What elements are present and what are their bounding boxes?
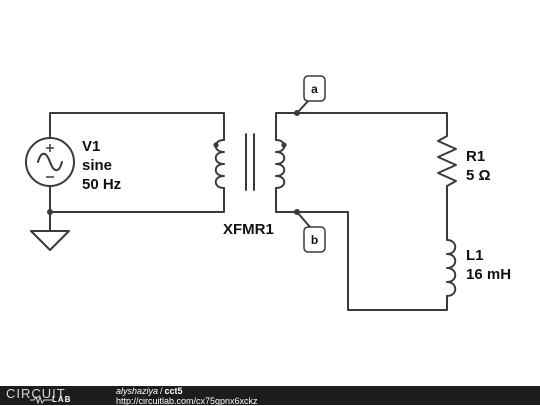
wire-secondary-top xyxy=(275,112,448,141)
r1-name: R1 xyxy=(466,148,485,165)
wire-primary-top xyxy=(49,112,225,141)
l1-name: L1 xyxy=(466,247,484,264)
v1-frequency: 50 Hz xyxy=(82,176,121,193)
node-a-label: a xyxy=(311,82,318,96)
circuitlab-logo[interactable]: CIRCUIT LAB xyxy=(6,386,106,405)
transformer-primary-coil xyxy=(214,139,225,189)
polarity-dot-secondary xyxy=(281,142,287,148)
logo-lab-text: LAB xyxy=(52,395,72,404)
wire-primary-bottom xyxy=(49,186,225,213)
v1-type: sine xyxy=(82,157,112,174)
r1-value: 5 Ω xyxy=(466,167,491,184)
credit-separator: / xyxy=(160,386,163,396)
node-b-pointer xyxy=(296,211,311,228)
transformer-secondary-coil xyxy=(275,139,286,189)
junction-node-b xyxy=(294,209,300,215)
circuit-title[interactable]: cct5 xyxy=(164,386,183,396)
v1-name: V1 xyxy=(82,138,100,155)
logo-resistor-icon xyxy=(30,396,52,404)
credit-block: alyshaziya/cct5 http://circuitlab.com/cx… xyxy=(116,386,258,406)
source-v1-circle xyxy=(25,137,75,187)
ground-symbol xyxy=(30,230,70,251)
wire-secondary-bottom xyxy=(275,187,448,311)
node-a-tag xyxy=(303,75,326,102)
node-b-label: b xyxy=(311,233,318,247)
author-name[interactable]: alyshaziya xyxy=(116,386,159,396)
inductor-l1 xyxy=(446,235,457,297)
logo-circuit-text: CIRCUIT xyxy=(6,386,66,401)
xfmr1-name: XFMR1 xyxy=(223,221,274,238)
junction-primary-bottom xyxy=(47,209,53,215)
junction-node-a xyxy=(294,110,300,116)
l1-value: 16 mH xyxy=(466,266,511,283)
footer-bar: CIRCUIT LAB alyshaziya/cct5 http://circu… xyxy=(0,386,540,406)
source-sine-wave xyxy=(37,152,63,172)
node-b-tag xyxy=(303,226,326,253)
circuit-url[interactable]: http://circuitlab.com/cx75gpnx6xckz xyxy=(116,396,258,406)
polarity-dot-primary xyxy=(213,142,219,148)
resistor-r1 xyxy=(437,127,457,191)
